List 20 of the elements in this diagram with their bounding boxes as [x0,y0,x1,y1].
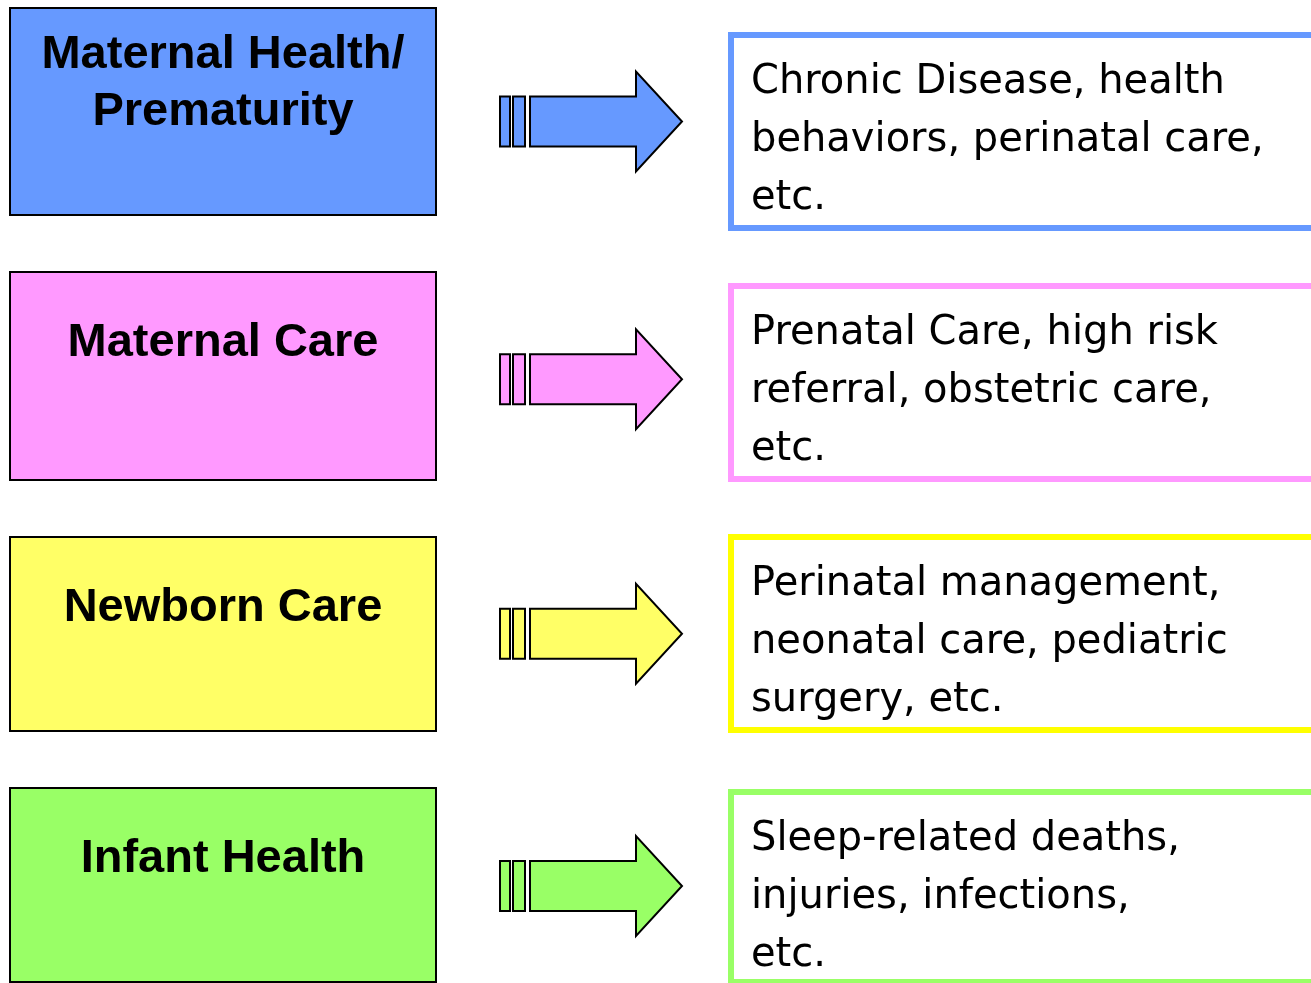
description-box [728,283,1311,482]
description-text: Sleep-related deaths, injuries, infections, etc. [751,812,1181,977]
block-arrow [499,581,684,687]
category-box [9,7,437,216]
block-arrow [499,833,684,939]
box-label: Newborn Care [63,577,383,633]
block-arrow [499,68,684,175]
description-text: Chronic Disease, health behaviors, perinatal care, etc. [751,55,1265,220]
box-label: Maternal Health/ Prematurity [40,24,406,137]
category-box [9,271,437,481]
block-arrow [499,326,684,432]
description-box [728,32,1311,231]
category-box [9,787,437,983]
box-label: Infant Health [80,828,366,884]
description-text: Perinatal management, neonatal care, pediatric surgery, etc. [751,557,1229,722]
category-box [9,536,437,732]
description-box [728,534,1311,733]
description-box [728,789,1311,983]
box-label: Maternal Care [67,312,379,368]
description-text: Prenatal Care, high risk referral, obstetric care, etc. [751,306,1219,471]
